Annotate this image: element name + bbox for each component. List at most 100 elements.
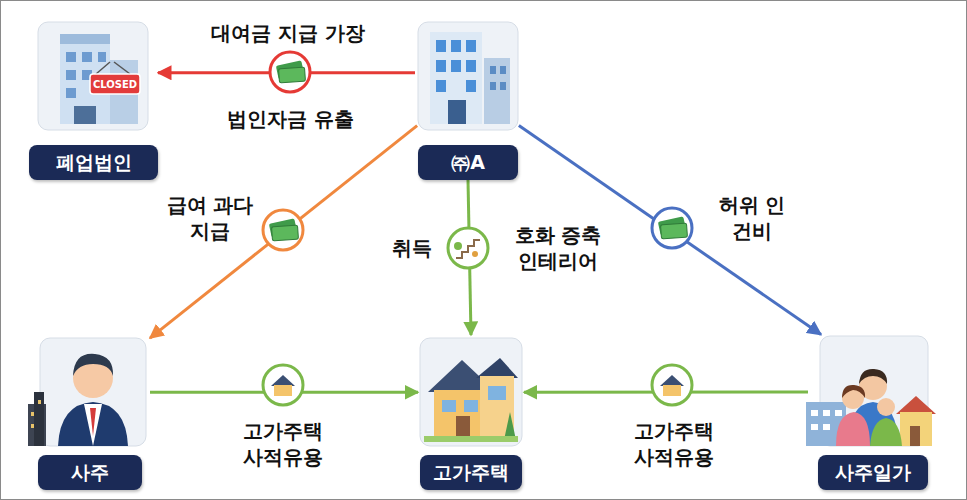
family-icon xyxy=(811,424,818,430)
luxury-house-icon xyxy=(504,412,516,440)
company-building-icon xyxy=(430,32,482,124)
entity-label: 사주 xyxy=(38,455,142,490)
family-icon xyxy=(842,385,865,398)
closed-company-icon xyxy=(114,62,130,74)
closed-company-icon xyxy=(90,74,140,94)
entity-label: ㈜A xyxy=(418,145,518,180)
entity-label: 고가주택 xyxy=(420,455,522,490)
closed-company-icon xyxy=(66,88,76,98)
family-icon xyxy=(900,412,932,446)
luxury-house-icon xyxy=(476,358,518,378)
family-icon xyxy=(859,369,887,384)
entity-label: 폐업법인 xyxy=(29,145,158,180)
owner-person-icon xyxy=(58,402,128,446)
company-building-icon xyxy=(490,82,496,90)
company-building-icon xyxy=(484,58,510,124)
company-building-icon xyxy=(436,40,476,92)
house-symbol-green xyxy=(271,375,295,386)
owner-person-icon xyxy=(90,408,96,436)
closed-company-icon xyxy=(60,34,110,44)
company-building-icon xyxy=(451,40,461,52)
family-icon xyxy=(910,426,920,446)
family-icon xyxy=(836,412,870,446)
house-symbol-green xyxy=(652,365,692,405)
house-symbol-green xyxy=(263,365,303,405)
annotation-label: 취득 xyxy=(390,235,434,261)
entity-node: 사주 xyxy=(30,335,150,490)
closed-company-icon xyxy=(66,70,76,80)
edge-label: 고가주택 사적유용 xyxy=(231,418,335,470)
family-icon xyxy=(823,424,830,430)
company-building-icon xyxy=(436,60,446,72)
money-symbol-blue xyxy=(652,208,692,248)
closed-company-icon xyxy=(66,52,76,62)
company-building-icon xyxy=(500,66,506,74)
money-symbol-blue xyxy=(661,223,688,239)
closed-company-icon: CLOSED xyxy=(38,22,148,130)
luxury-house-icon xyxy=(420,338,522,446)
entity-label: 사주일가 xyxy=(818,455,928,490)
luxury-house-icon xyxy=(464,400,478,412)
family-icon xyxy=(811,410,818,416)
edge-label: 허위 인건비 xyxy=(710,192,794,244)
family-icon xyxy=(896,396,936,414)
closed-company-icon: CLOSED xyxy=(93,79,137,90)
entity-node: ㈜A xyxy=(415,20,521,180)
money-symbol-blue xyxy=(652,208,692,248)
company-building-icon xyxy=(448,100,466,124)
company-building-icon xyxy=(436,80,446,92)
edge-label: 대여금 지급 가장 xyxy=(209,20,367,46)
house-symbol-green xyxy=(274,385,292,396)
closed-company-icon xyxy=(96,62,110,74)
entity-node: 고가주택 xyxy=(418,335,524,490)
luxury-house-icon xyxy=(424,436,518,442)
owner-person-icon xyxy=(73,354,113,376)
closed-company-icon xyxy=(38,22,148,130)
family-icon xyxy=(845,349,898,370)
renovation-symbol-green xyxy=(454,242,462,250)
annotation-label: 법인자금 유출 xyxy=(225,106,356,132)
company-building-icon xyxy=(436,40,446,52)
owner-person-icon xyxy=(28,338,146,446)
company-building-icon xyxy=(451,60,461,72)
renovation-symbol-green xyxy=(448,228,488,268)
family-icon xyxy=(811,410,842,430)
owner-person-icon xyxy=(34,392,44,446)
family-icon xyxy=(835,410,842,416)
money-symbol-red xyxy=(279,67,306,83)
company-building-icon xyxy=(466,40,476,52)
edge-label: 호화 증축 인테리어 xyxy=(501,222,615,274)
closed-company-icon xyxy=(98,52,106,62)
money-symbol-orange xyxy=(263,210,303,250)
entity-node: 폐업법인 xyxy=(28,20,158,180)
company-building-icon xyxy=(418,22,518,130)
luxury-house-icon xyxy=(442,400,456,412)
entity-node: 사주일가 xyxy=(808,333,938,490)
edge-label: 고가주택 사적유용 xyxy=(622,418,726,470)
family-icon xyxy=(823,410,830,416)
edge-label: 급여 과다지급 xyxy=(163,192,257,244)
family-icon xyxy=(870,418,902,446)
house-symbol-green xyxy=(663,385,681,396)
luxury-house-icon xyxy=(488,386,506,400)
closed-company-icon xyxy=(82,52,92,62)
house-symbol-green xyxy=(652,365,692,405)
company-building-icon xyxy=(466,80,476,92)
company-building-icon xyxy=(490,66,506,90)
renovation-symbol-green xyxy=(448,228,488,268)
company-building-icon xyxy=(418,22,518,130)
company-building-icon xyxy=(500,82,506,90)
owner-person-icon xyxy=(84,404,102,446)
family-icon xyxy=(806,336,936,446)
owner-person-icon xyxy=(31,412,34,416)
owner-person-icon xyxy=(31,424,34,428)
money-symbol-orange xyxy=(272,225,299,241)
company-building-icon xyxy=(466,60,476,72)
family-icon xyxy=(877,398,895,416)
renovation-symbol-green xyxy=(472,251,478,257)
money-symbol-red xyxy=(270,52,310,92)
house-symbol-green xyxy=(263,365,303,405)
company-building-icon xyxy=(490,66,496,74)
